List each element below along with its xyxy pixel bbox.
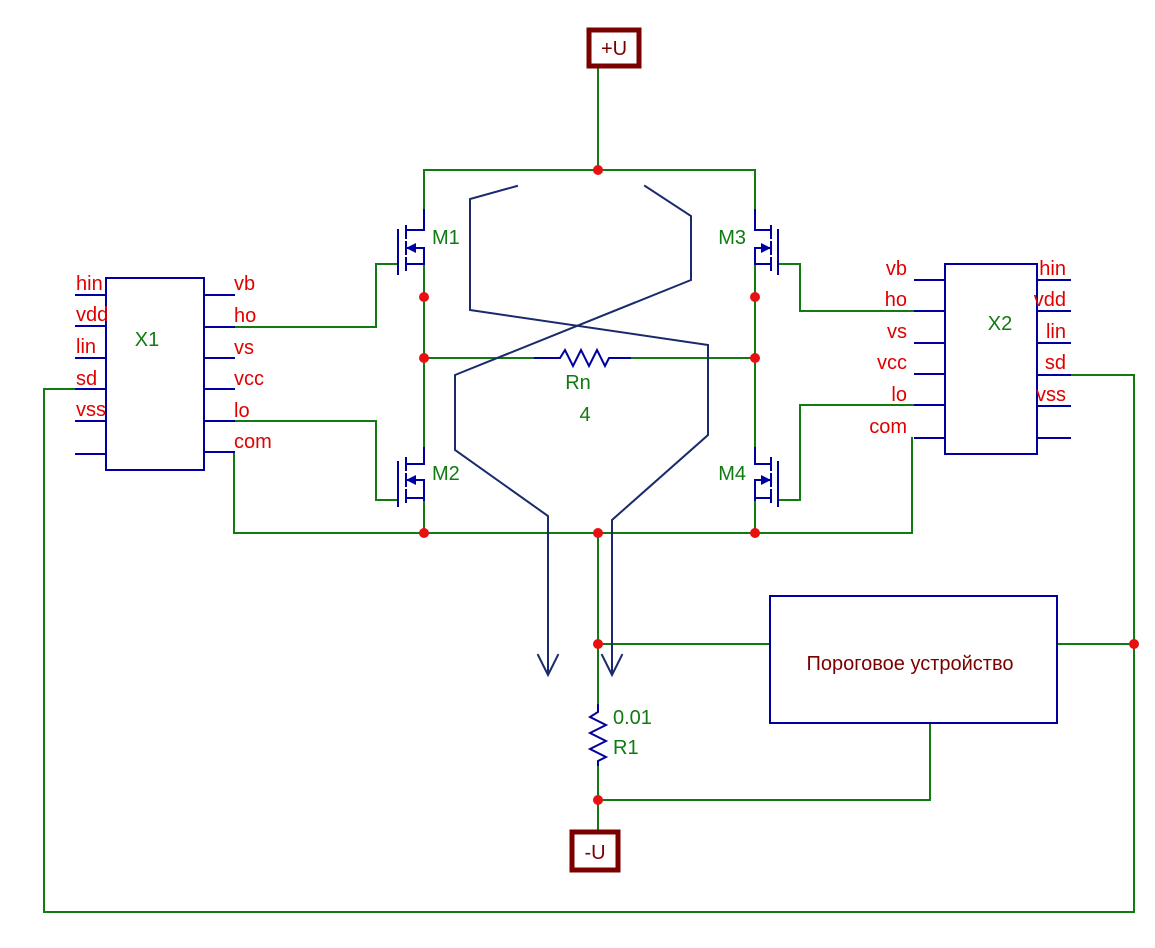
x1-pin-vss: vss [76, 399, 106, 421]
mosfet-m4 [754, 447, 779, 507]
junction-m4-source [750, 528, 760, 538]
x2-pin-vss: vss [1036, 384, 1066, 406]
wire-x1-ho [233, 263, 399, 328]
mosfet-m2 [397, 447, 425, 507]
wire-threshold-ground [597, 721, 931, 801]
mosfet-m1 [397, 209, 425, 275]
x1-pin-com: com [234, 431, 272, 453]
x1-pin-lin: lin [76, 336, 96, 358]
junction-sense-tap [593, 639, 603, 649]
m3-label: M3 [718, 227, 746, 249]
port-plus-u-label: +U [601, 38, 627, 60]
x2-pin-sd: sd [1045, 352, 1066, 374]
port-minus-u: -U [569, 829, 621, 873]
junction-dots [419, 165, 1139, 805]
x2-body [944, 263, 1038, 455]
x2-pin-lo: lo [891, 384, 907, 406]
junction-m1-source [419, 292, 429, 302]
x1-pin-lo: lo [234, 400, 250, 422]
junction-m3-source [750, 292, 760, 302]
current-arrow-head-right [600, 653, 624, 678]
x2-pin-vs: vs [887, 321, 907, 343]
rn-label: Rn [565, 372, 591, 394]
current-arrow-head-left [536, 653, 560, 678]
junction-top-rail [593, 165, 603, 175]
junction-left-load [419, 353, 429, 363]
x2-pin-ho: ho [885, 289, 907, 311]
wire-x2-sd [1069, 374, 1135, 913]
m4-label: M4 [718, 463, 746, 485]
x1-pin-stubs [75, 294, 235, 455]
x1-pin-vs: vs [234, 337, 254, 359]
rn-value: 4 [579, 404, 590, 426]
m2-label: M2 [432, 463, 460, 485]
x1-pin-ho: ho [234, 305, 256, 327]
mosfet-m3 [754, 209, 779, 275]
x1-pin-vdd: vdd [76, 304, 108, 326]
junction-m2-source [419, 528, 429, 538]
x2-pin-vdd: vdd [1034, 289, 1066, 311]
m1-label: M1 [432, 227, 460, 249]
port-minus-u-label: -U [584, 842, 605, 864]
x1-pin-hin: hin [76, 273, 103, 295]
x2-pin-vcc: vcc [877, 352, 907, 374]
r1-value: 0.01 [613, 707, 652, 729]
junction-threshold-out [1129, 639, 1139, 649]
junction-right-load [750, 353, 760, 363]
r1-label: R1 [613, 737, 639, 759]
x1-label: X1 [135, 329, 159, 351]
x2-pin-vb: vb [886, 258, 907, 280]
resistor-rn: Rn 4 [534, 347, 631, 426]
threshold-device: Пороговое устройство [769, 595, 1058, 724]
x1-pin-vb: vb [234, 273, 255, 295]
port-plus-u: +U [586, 27, 642, 69]
x2-pin-com: com [869, 416, 907, 438]
wire-x2-ho [777, 263, 946, 312]
x1-pin-vcc: vcc [234, 368, 264, 390]
current-path-diagonal-1 [469, 184, 709, 678]
wire-x2-lo [777, 404, 946, 501]
x2-pin-hin: hin [1039, 258, 1066, 280]
threshold-device-label: Пороговое устройство [807, 653, 1014, 675]
driver-x1: X1 hin vdd lin sd vss vb ho vs vcc lo co… [75, 273, 272, 471]
junction-bottom-rail [593, 528, 603, 538]
resistor-r1: 0.01 R1 [587, 704, 652, 766]
driver-x2: X2 vb ho vs vcc lo com hin vdd lin sd vs… [869, 258, 1071, 455]
x1-body [105, 277, 205, 471]
x2-pin-stubs [914, 279, 1071, 439]
x1-pin-sd: sd [76, 368, 97, 390]
current-path-diagonal-2 [454, 184, 692, 678]
junction-shunt-bottom [593, 795, 603, 805]
x2-pin-lin: lin [1046, 321, 1066, 343]
x2-label: X2 [988, 313, 1012, 335]
wire-x1-lo [233, 420, 399, 501]
wiring [43, 63, 1135, 913]
